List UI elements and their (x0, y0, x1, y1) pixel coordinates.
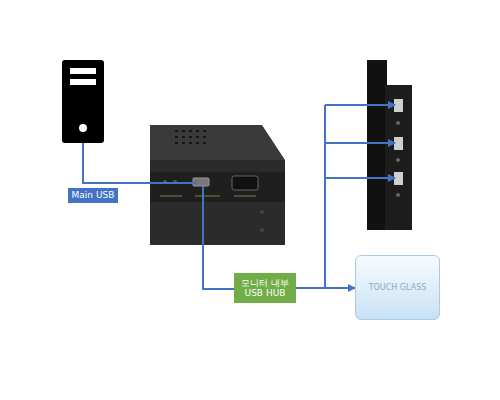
touch-glass-box: TOUCH GLASS (355, 255, 440, 320)
node-text: TOUCH GLASS (369, 283, 427, 292)
monitor-back (150, 125, 285, 245)
usb-hub-box: 모니터 내부 USB HUB (234, 273, 296, 303)
node-text: 모니터 내부 USB HUB (236, 278, 294, 299)
usb-label-box: Main USB (68, 188, 118, 203)
pc-tower (62, 60, 104, 143)
usb-connector (296, 287, 355, 289)
node-text: Main USB (72, 190, 115, 200)
monitor-side (367, 60, 412, 230)
usb-wires (83, 105, 395, 289)
